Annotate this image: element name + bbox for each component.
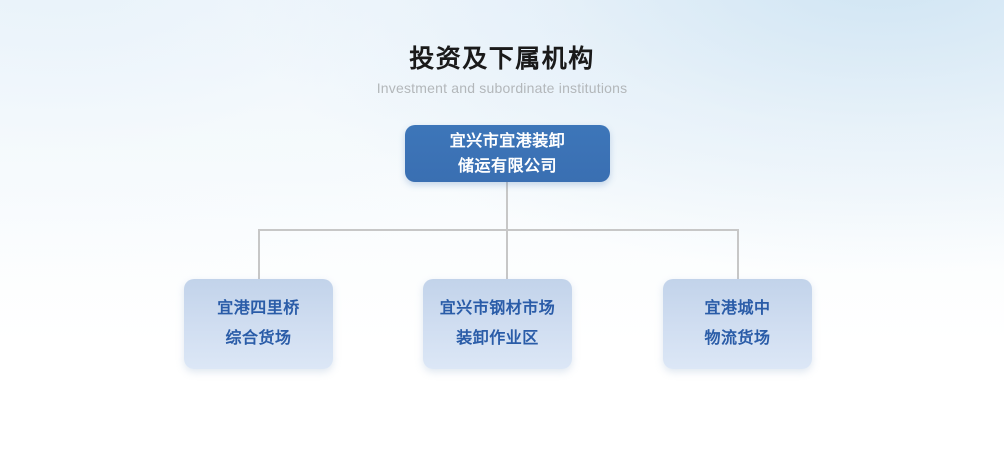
connector-horizontal-bar — [258, 229, 739, 231]
connector-drop-left — [258, 229, 260, 279]
page-subtitle: Investment and subordinate institutions — [376, 80, 628, 96]
org-node-root[interactable]: 宜兴市宜港装卸 储运有限公司 — [405, 125, 610, 182]
page-title: 投资及下属机构 — [409, 45, 595, 73]
org-node-child-0-line1: 宜港四里桥 — [217, 300, 300, 317]
org-node-child-2-line2: 物流货场 — [704, 330, 771, 347]
org-node-child-1-line1: 宜兴市钢材市场 — [439, 300, 556, 317]
org-node-child-0-line2: 综合货场 — [225, 330, 292, 347]
org-node-child-2-line1: 宜港城中 — [704, 300, 771, 317]
org-node-root-line2: 储运有限公司 — [457, 157, 557, 175]
connector-drop-right — [737, 229, 739, 279]
connector-drop-center — [506, 229, 508, 279]
org-node-child-2[interactable]: 宜港城中 物流货场 — [663, 279, 812, 369]
org-node-root-line1: 宜兴市宜港装卸 — [449, 132, 566, 150]
connector-root-stem — [506, 182, 508, 231]
page-heading: 投资及下属机构 Investment and subordinate insti… — [0, 44, 1004, 97]
org-node-child-0[interactable]: 宜港四里桥 综合货场 — [184, 279, 333, 369]
org-node-child-1-line2: 装卸作业区 — [456, 330, 539, 347]
org-node-child-1[interactable]: 宜兴市钢材市场 装卸作业区 — [423, 279, 572, 369]
